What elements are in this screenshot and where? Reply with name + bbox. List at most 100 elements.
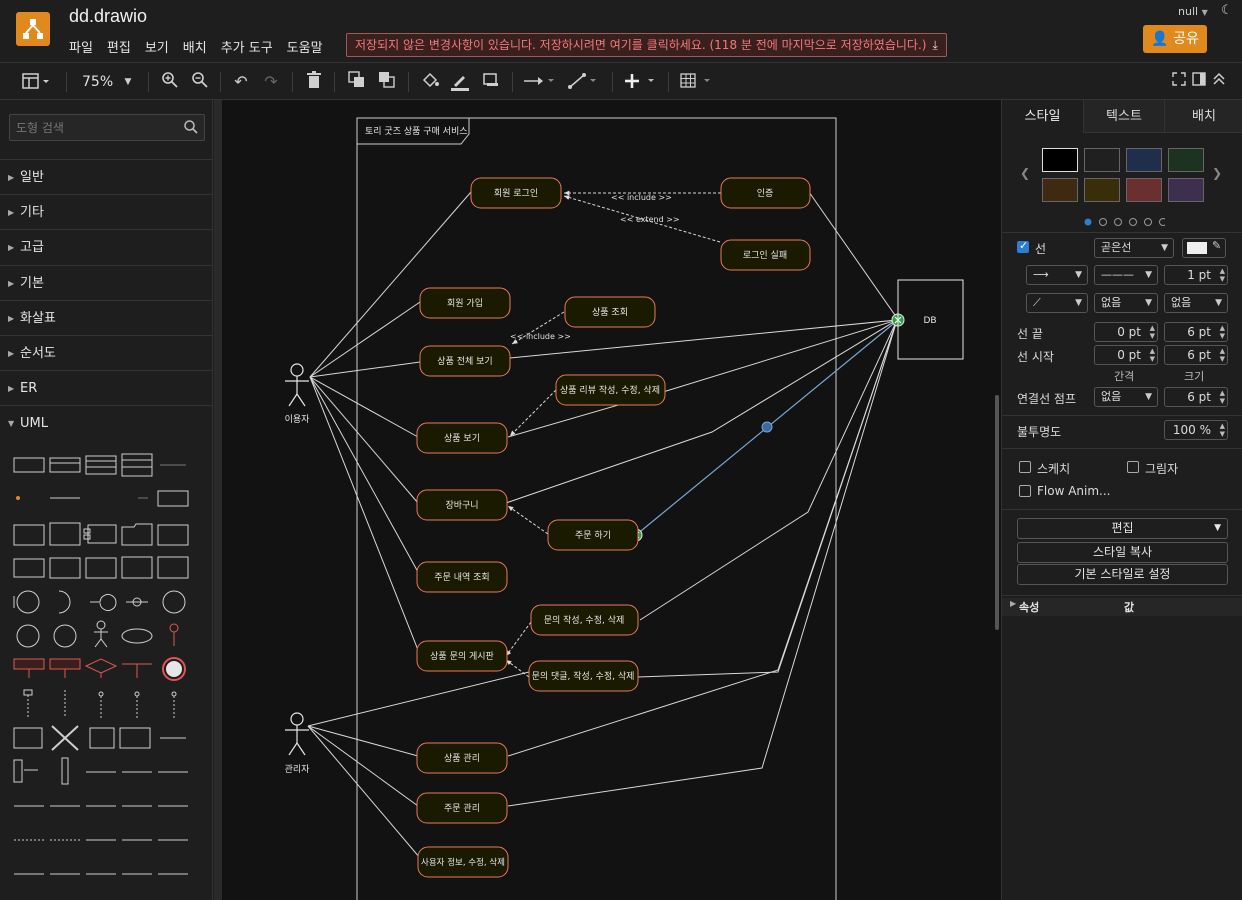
- swatch-2[interactable]: [1084, 148, 1120, 172]
- search-icon[interactable]: [183, 119, 199, 135]
- line-start-marker-select[interactable]: 없음▼: [1094, 293, 1158, 313]
- redo-icon[interactable]: ↷: [264, 72, 278, 91]
- line-jump-size-input[interactable]: 6 pt▲▼: [1164, 387, 1228, 407]
- usecase-order[interactable]: 주문 하기: [547, 519, 639, 551]
- stepper-icon[interactable]: ▲▼: [1149, 324, 1155, 340]
- swatch-3[interactable]: [1126, 148, 1162, 172]
- tab-text[interactable]: 텍스트: [1083, 100, 1164, 133]
- stepper-icon[interactable]: ▲▼: [1219, 389, 1225, 405]
- category-uml[interactable]: ▼UML: [0, 405, 212, 440]
- stepper-icon[interactable]: ▲▼: [1219, 347, 1225, 363]
- swatch-7[interactable]: [1126, 178, 1162, 202]
- tab-arrange[interactable]: 배치: [1164, 100, 1242, 133]
- canvas-scrollbar[interactable]: [995, 395, 999, 630]
- line-end-gap-input[interactable]: 0 pt▲▼: [1094, 322, 1158, 342]
- line-start-gap-input[interactable]: 0 pt▲▼: [1094, 345, 1158, 365]
- line-arrow-style-select[interactable]: ⟶▼: [1026, 265, 1088, 285]
- category-misc[interactable]: ▶기타: [0, 194, 212, 229]
- menu-extras[interactable]: 추가 도구: [220, 41, 273, 56]
- category-flowchart[interactable]: ▶순서도: [0, 335, 212, 370]
- to-front-icon[interactable]: [346, 71, 368, 93]
- copy-style-button[interactable]: 스타일 복사: [1017, 542, 1228, 563]
- line-color-icon[interactable]: [448, 71, 472, 93]
- line-checkbox[interactable]: [1017, 239, 1029, 253]
- category-advanced[interactable]: ▶고급: [0, 229, 212, 264]
- fill-color-icon[interactable]: [418, 71, 442, 93]
- line-jump-select[interactable]: 없음▼: [1094, 387, 1158, 407]
- menu-view[interactable]: 보기: [144, 41, 169, 56]
- stepper-icon[interactable]: ▲▼: [1219, 422, 1225, 438]
- moon-icon[interactable]: ☾: [1221, 3, 1233, 18]
- usecase-inquiry-comment[interactable]: 문의 댓글, 작성, 수정, 삭제: [528, 660, 639, 692]
- insert-plus-icon[interactable]: [622, 71, 658, 93]
- sidebar-scrollbar[interactable]: [214, 100, 222, 900]
- line-width-input[interactable]: 1 pt▲▼: [1164, 265, 1228, 285]
- db-box[interactable]: [897, 279, 964, 360]
- zoom-in-icon[interactable]: [160, 71, 180, 93]
- tab-style[interactable]: 스타일: [1002, 100, 1083, 133]
- panel-layout-icon[interactable]: [22, 71, 50, 93]
- unsaved-changes-banner[interactable]: 저장되지 않은 변경사항이 있습니다. 저장하시려면 여기를 클릭하세요. (1…: [346, 33, 947, 57]
- waypoint-style-select[interactable]: ⟋▼: [1026, 293, 1088, 313]
- shadow-checkbox[interactable]: [1127, 461, 1139, 473]
- zoom-out-icon[interactable]: [190, 71, 210, 93]
- to-back-icon[interactable]: [376, 71, 398, 93]
- line-start-size-input[interactable]: 6 pt▲▼: [1164, 345, 1228, 365]
- stepper-icon[interactable]: ▲▼: [1219, 324, 1225, 340]
- set-default-style-button[interactable]: 기본 스타일로 설정: [1017, 564, 1228, 585]
- menu-edit[interactable]: 편집: [106, 41, 131, 56]
- usecase-user-mgmt[interactable]: 사용자 정보, 수정, 삭제: [417, 846, 509, 878]
- undo-icon[interactable]: ↶: [234, 72, 248, 91]
- connector-waypoint-handle[interactable]: [761, 421, 773, 433]
- usecase-login-fail[interactable]: 로그인 실패: [720, 239, 811, 271]
- document-title[interactable]: dd.drawio: [69, 6, 148, 26]
- swatch-5[interactable]: [1042, 178, 1078, 202]
- swatch-pagination[interactable]: [1083, 212, 1167, 231]
- line-style-select[interactable]: 곧은선▼: [1094, 238, 1174, 258]
- usecase-cart[interactable]: 장바구니: [416, 489, 508, 521]
- shadow-icon[interactable]: [480, 71, 502, 93]
- diagram-canvas[interactable]: 토리 굿즈 상품 구매 서비스: [222, 100, 1001, 900]
- usecase-product-mgmt[interactable]: 상품 관리: [416, 742, 508, 774]
- waypoints-icon[interactable]: [566, 71, 600, 93]
- swatch-next-icon[interactable]: ❯: [1212, 166, 1223, 180]
- collapse-icon[interactable]: [1210, 71, 1228, 93]
- usecase-product-detail[interactable]: 상품 보기: [416, 422, 508, 454]
- usecase-login[interactable]: 회원 로그인: [470, 177, 562, 209]
- swatch-4[interactable]: [1168, 148, 1204, 172]
- swatch-prev-icon[interactable]: ❮: [1020, 166, 1031, 180]
- category-basic[interactable]: ▶기본: [0, 265, 212, 300]
- properties-header[interactable]: ▶ 속성 값: [1002, 598, 1242, 616]
- uml-shape-palette[interactable]: [10, 452, 200, 892]
- table-icon[interactable]: [678, 71, 714, 93]
- menu-arrange[interactable]: 배치: [182, 41, 207, 56]
- category-er[interactable]: ▶ER: [0, 370, 212, 405]
- flow-animation-checkbox[interactable]: [1019, 485, 1031, 497]
- usecase-review[interactable]: 상품 리뷰 작성, 수정, 삭제: [555, 374, 666, 406]
- delete-icon[interactable]: [304, 71, 324, 93]
- menu-file[interactable]: 파일: [69, 41, 93, 56]
- usecase-order-history[interactable]: 주문 내역 조회: [416, 561, 508, 593]
- opacity-input[interactable]: 100 %▲▼: [1164, 420, 1228, 440]
- zoom-dropdown-icon[interactable]: ▼: [124, 77, 132, 87]
- swatch-8[interactable]: [1168, 178, 1204, 202]
- stepper-icon[interactable]: ▲▼: [1149, 347, 1155, 363]
- format-panel-icon[interactable]: [1190, 71, 1208, 93]
- line-end-size-input[interactable]: 6 pt▲▼: [1164, 322, 1228, 342]
- usecase-inquiry-board[interactable]: 상품 문의 게시판: [416, 640, 508, 672]
- share-button[interactable]: 👤 공유: [1143, 25, 1207, 53]
- shape-search-input[interactable]: [10, 115, 180, 140]
- category-arrows[interactable]: ▶화살표: [0, 300, 212, 335]
- line-end-marker-select[interactable]: 없음▼: [1164, 293, 1228, 313]
- edit-button[interactable]: 편집▼: [1017, 518, 1228, 539]
- user-menu[interactable]: null ▼: [1178, 5, 1208, 18]
- swatch-6[interactable]: [1084, 178, 1120, 202]
- category-general[interactable]: ▶일반: [0, 159, 212, 194]
- fullscreen-icon[interactable]: [1170, 71, 1188, 93]
- sketch-checkbox[interactable]: [1019, 461, 1031, 473]
- usecase-order-mgmt[interactable]: 주문 관리: [416, 792, 508, 824]
- usecase-inquiry-write[interactable]: 문의 작성, 수정, 삭제: [530, 604, 639, 636]
- menu-help[interactable]: 도움말: [286, 41, 323, 56]
- usecase-auth[interactable]: 인증: [720, 177, 811, 209]
- swatch-1[interactable]: [1042, 148, 1078, 172]
